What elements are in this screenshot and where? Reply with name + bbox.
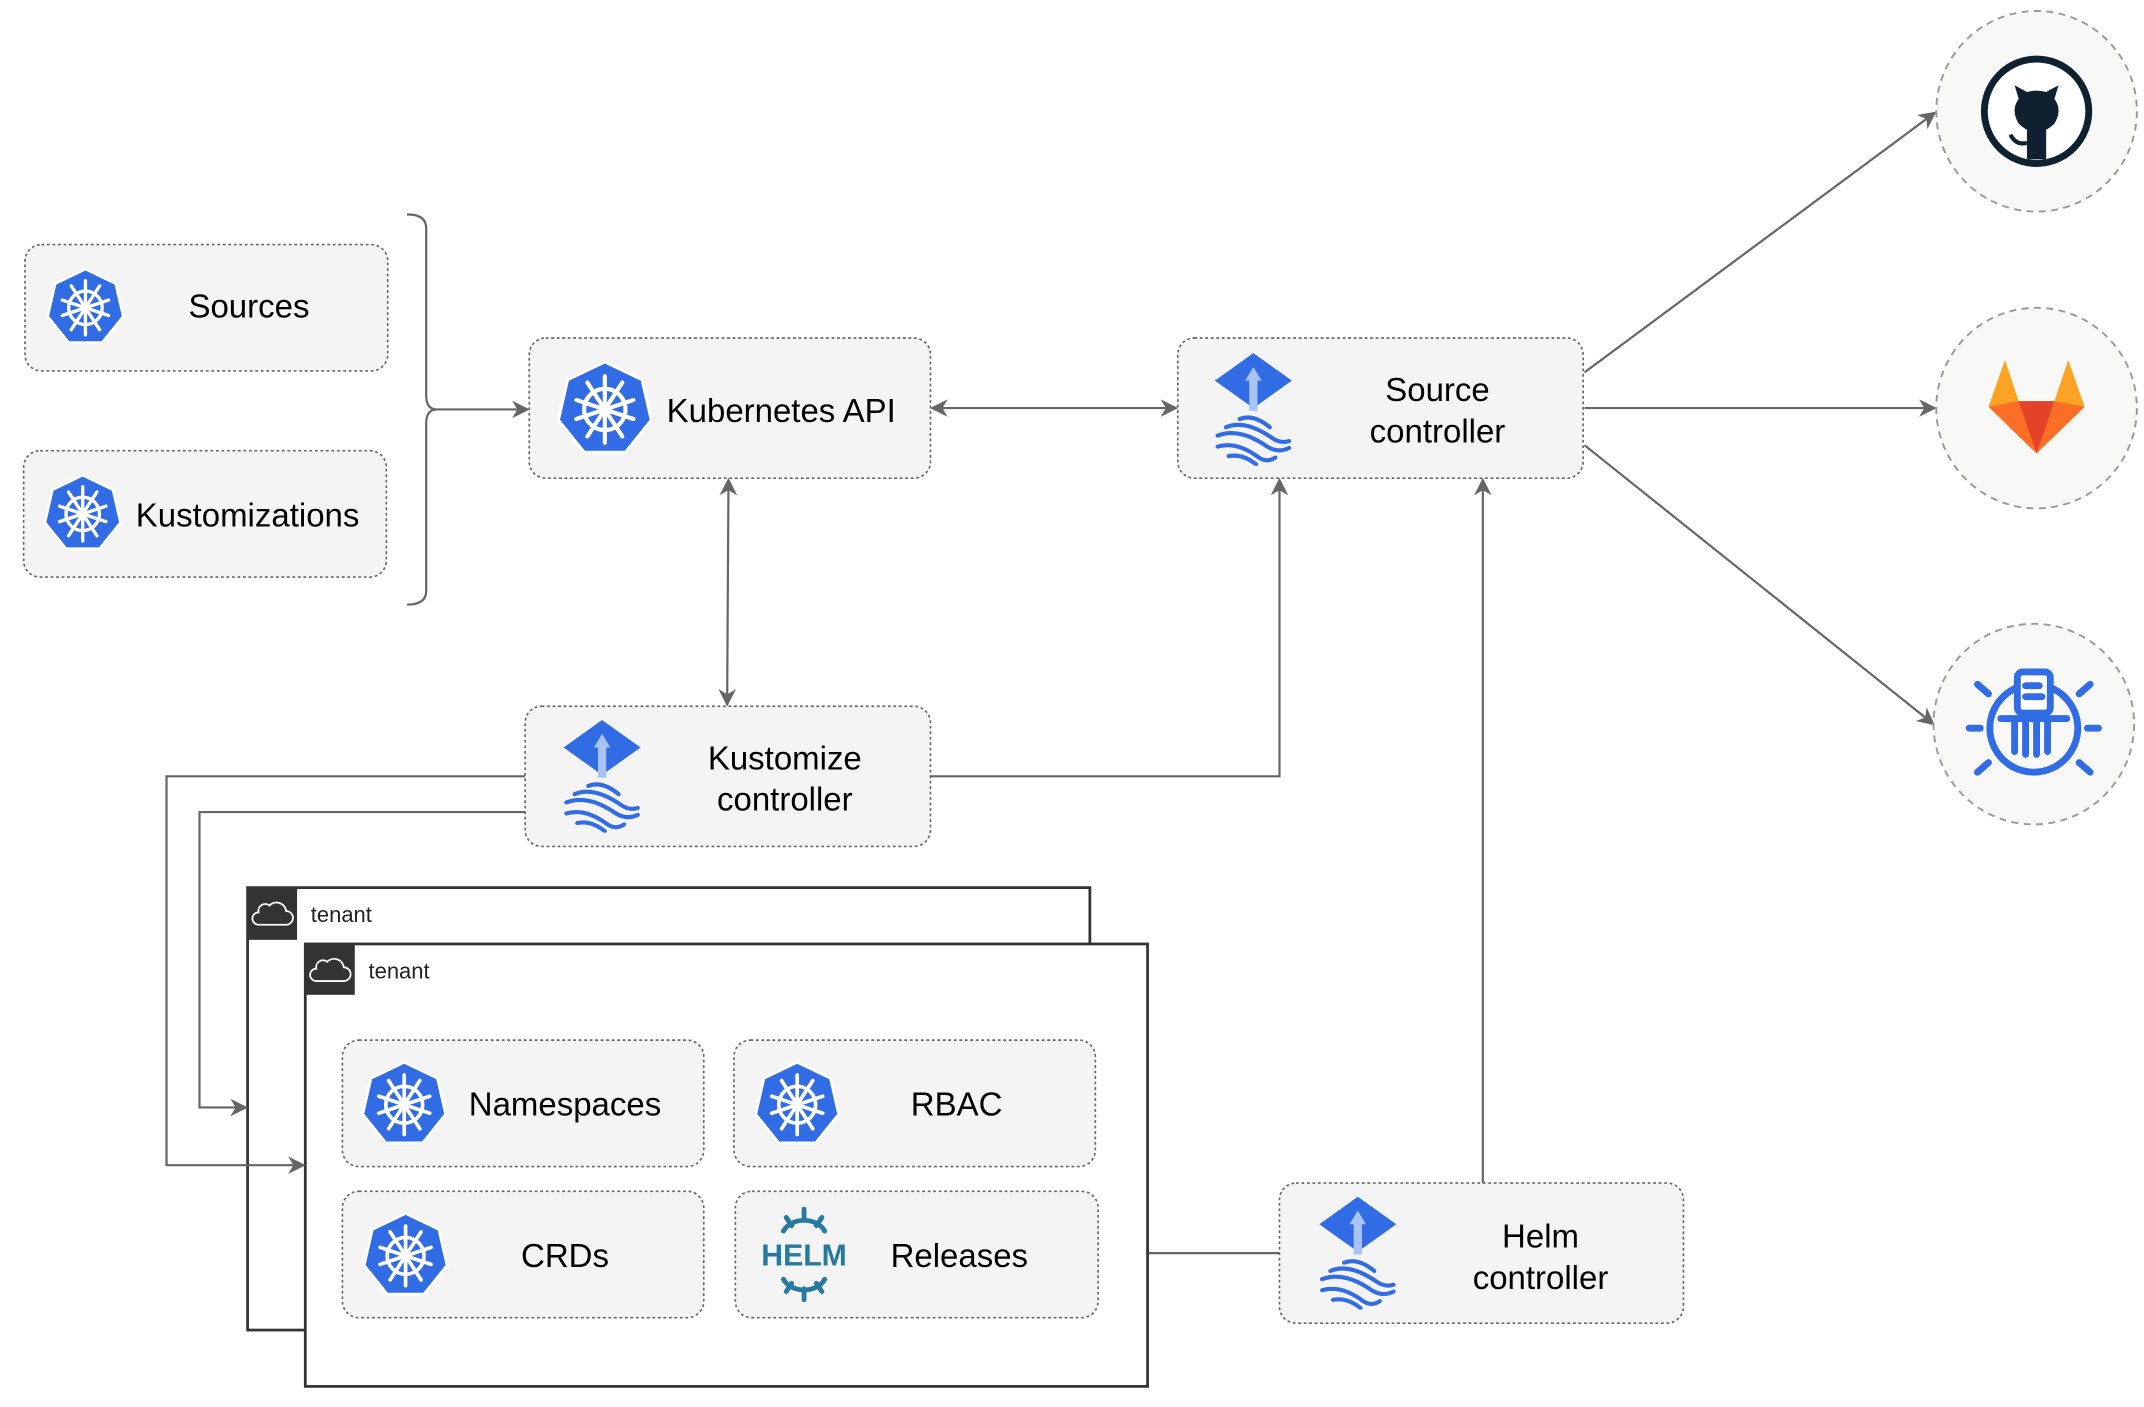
edge-kustomize-to-tenant-front xyxy=(165,775,526,1174)
external-gitlab[interactable] xyxy=(1935,306,2138,510)
node-label: CRDs xyxy=(521,1237,609,1274)
node-releases[interactable]: HELM Releases xyxy=(734,1190,1099,1319)
node-crds[interactable]: CRDs xyxy=(341,1190,705,1319)
node-sources[interactable]: Sources xyxy=(24,243,389,372)
node-label: Namespaces xyxy=(469,1086,661,1123)
node-kustomize-controller[interactable]: Kustomize controller xyxy=(524,705,932,848)
helm-logo-icon: HELM xyxy=(761,1206,847,1303)
grouping-brace xyxy=(406,213,438,606)
edge-kustomize-to-source-controller xyxy=(930,477,1289,778)
svg-text:HELM: HELM xyxy=(761,1239,847,1272)
bucket-icon xyxy=(1965,668,2102,776)
node-kubernetes-api[interactable]: Kubernetes API xyxy=(528,337,932,479)
node-kustomizations[interactable]: Kustomizations xyxy=(22,449,388,578)
tenant-label: tenant xyxy=(369,958,430,983)
external-bucket[interactable] xyxy=(1932,622,2136,826)
tenant-label: tenant xyxy=(311,902,372,927)
node-namespaces[interactable]: Namespaces xyxy=(341,1039,705,1168)
node-label: Releases xyxy=(891,1237,1028,1274)
node-rbac[interactable]: RBAC xyxy=(733,1039,1097,1168)
external-github[interactable] xyxy=(1935,10,2138,213)
node-label-line1: Source xyxy=(1385,371,1489,408)
github-icon xyxy=(1980,55,2093,167)
node-label: Kustomizations xyxy=(136,496,360,533)
edge-source-to-github xyxy=(1583,111,1937,374)
node-label-line2: controller xyxy=(1473,1259,1609,1296)
edge-kubernetes-api-kustomize-controller xyxy=(718,477,738,707)
node-label: Sources xyxy=(188,287,309,324)
node-source-controller[interactable]: Source controller xyxy=(1176,337,1584,479)
edge-kustomize-to-tenant-back xyxy=(198,810,526,1117)
node-helm-controller[interactable]: Helm controller xyxy=(1278,1182,1685,1325)
node-label: Kubernetes API xyxy=(667,392,896,429)
edge-source-to-bucket xyxy=(1583,444,1935,726)
cloud-icon xyxy=(251,901,294,926)
node-label: RBAC xyxy=(911,1086,1003,1123)
node-label-line2: controller xyxy=(717,781,853,818)
cloud-icon xyxy=(309,957,352,982)
node-label-line2: controller xyxy=(1370,412,1506,449)
node-label-line1: Helm xyxy=(1502,1218,1579,1255)
node-label-line1: Kustomize xyxy=(708,739,862,776)
gitlab-icon xyxy=(1988,359,2085,454)
